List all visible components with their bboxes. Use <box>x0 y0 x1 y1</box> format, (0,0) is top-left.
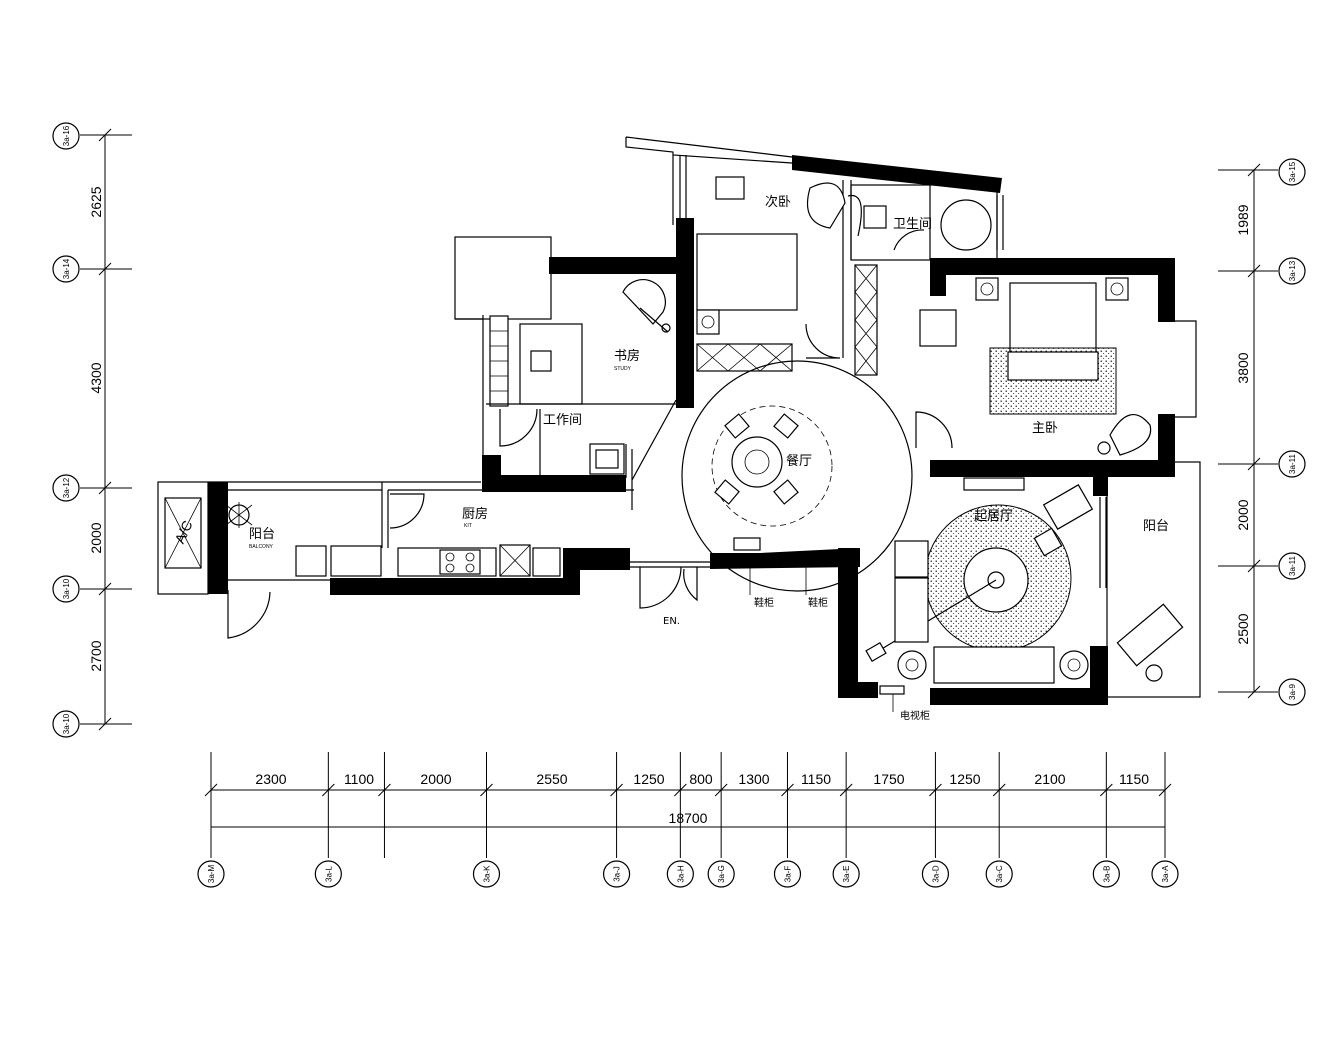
walls <box>208 155 1175 705</box>
left-dimension-chain: 2625 4300 2000 2700 <box>80 128 132 731</box>
label-living: 起居厅 <box>974 509 1013 524</box>
dim-tick-mark <box>1158 783 1172 797</box>
label-kitchen-en: KIT <box>464 523 472 529</box>
axis-bubble <box>472 860 501 888</box>
note-tv-cabinet: 电视柜 <box>900 709 930 722</box>
label-balcony-right: 阳台 <box>1143 519 1169 534</box>
dim-bottom-6: 800 <box>689 771 713 787</box>
dim-tick-mark <box>378 783 391 797</box>
dim-tick-mark <box>610 783 623 797</box>
dim-tick-mark <box>673 783 687 797</box>
axis-bottom-label: 3a-F <box>783 866 792 883</box>
axis-right-1: 3a-15 <box>1288 161 1297 182</box>
axis-bubble <box>666 860 694 888</box>
axis-bubble <box>921 860 950 888</box>
axis-bottom-label: 3a-C <box>995 865 1004 883</box>
dim-bottom-4: 2550 <box>536 771 567 787</box>
axis-left-1: 3a-16 <box>62 125 71 146</box>
dim-bottom-5: 1250 <box>633 771 664 787</box>
axis-bottom-label: 3a-D <box>931 865 940 883</box>
dim-tick-mark <box>480 783 493 797</box>
axis-bubble <box>1092 860 1120 888</box>
label-study: 书房 <box>614 348 640 364</box>
axis-bottom-label: 3a-M <box>207 865 216 884</box>
dim-left-2: 4300 <box>88 362 104 393</box>
axis-bottom-label: 3a-J <box>613 866 622 882</box>
right-dimension-chain: 1989 3800 2000 2500 3a-15 3a-13 3a-11 3a… <box>1218 158 1306 706</box>
dim-bottom-9: 1750 <box>873 771 904 787</box>
dim-bottom-11: 2100 <box>1034 771 1065 787</box>
axis-bubble <box>1151 860 1179 888</box>
dim-tick-mark <box>929 783 942 797</box>
label-study-en: STUDY <box>614 366 632 372</box>
axis-bottom-label: 3a-H <box>676 865 685 883</box>
dim-right-1: 1989 <box>1235 204 1251 235</box>
axis-bottom-label: 3a-E <box>842 866 851 883</box>
dim-right-2: 3800 <box>1235 352 1251 383</box>
axis-bottom-label: 3a-L <box>324 865 333 882</box>
dim-right-4: 2500 <box>1235 613 1251 644</box>
dim-bottom-7: 1300 <box>738 771 769 787</box>
dim-left-3: 2000 <box>88 522 104 553</box>
dining-area <box>631 360 913 592</box>
dim-bottom-10: 1250 <box>949 771 980 787</box>
label-bathroom: 卫生间 <box>893 217 932 232</box>
bottom-dimension-chain: 2300 1100 2000 2550 1250 800 1300 1150 1… <box>197 752 1179 888</box>
dim-bottom-2: 1100 <box>344 771 374 787</box>
dim-tick-mark <box>992 783 1006 797</box>
dim-bottom-8: 1150 <box>801 771 831 787</box>
dim-tick-mark <box>714 783 728 797</box>
axis-bottom-label: 3a-K <box>482 865 491 883</box>
dim-tick-mark <box>321 783 335 797</box>
dim-bottom-12: 1150 <box>1119 771 1149 787</box>
dim-left-4: 2700 <box>88 640 104 671</box>
axis-bubble <box>707 860 735 888</box>
axis-left-4: 3a-10 <box>62 578 71 599</box>
note-shoe-cabinet-2: 鞋柜 <box>808 596 828 609</box>
label-kitchen: 厨房 <box>462 506 488 522</box>
axis-left-3: 3a-12 <box>62 477 71 498</box>
axis-bottom-label: 3a-G <box>717 865 726 883</box>
axis-bubble <box>602 860 631 888</box>
axis-bubble <box>197 860 225 888</box>
dim-tick-mark <box>1099 783 1113 797</box>
dim-left-1: 2625 <box>88 186 104 217</box>
label-second-bedroom: 次卧 <box>765 194 791 210</box>
label-balcony-left: 阳台 <box>249 527 275 542</box>
dim-bottom-1: 2300 <box>255 771 286 787</box>
axis-left-5: 3a-10 <box>62 713 71 734</box>
dim-bottom-total: 18700 <box>669 810 708 826</box>
note-shoe-cabinet-1: 鞋柜 <box>754 596 774 609</box>
dim-bottom-3: 2000 <box>420 771 451 787</box>
left-axis-bubbles: 3a-16 3a-14 3a-12 3a-10 3a-10 <box>52 122 80 738</box>
axis-bubble <box>832 860 860 888</box>
label-dining: 餐厅 <box>786 453 812 469</box>
axis-bottom-label: 3a-B <box>1102 866 1111 883</box>
axis-left-2: 3a-14 <box>62 258 71 279</box>
axis-bottom-label: 3a-A <box>1161 865 1170 883</box>
dim-tick-mark <box>839 783 853 797</box>
label-laundry: 工作间 <box>543 413 582 428</box>
dim-tick-mark <box>781 783 794 797</box>
axis-bubble <box>314 860 342 888</box>
dim-right-3: 2000 <box>1235 499 1251 530</box>
label-balcony-left-en: BALCONY <box>249 544 274 550</box>
label-master-bedroom: 主卧 <box>1032 421 1058 436</box>
axis-right-3: 3a-11 <box>1288 454 1297 474</box>
axis-bubble <box>985 860 1013 888</box>
axis-right-5: 3a-9 <box>1288 683 1297 700</box>
axis-right-2: 3a-13 <box>1288 260 1297 281</box>
axis-bubble <box>773 860 802 888</box>
dim-tick-mark <box>204 783 218 797</box>
label-entry: EN. <box>663 616 680 627</box>
furniture <box>164 176 1184 695</box>
axis-right-4: 3a-11 <box>1288 556 1297 576</box>
